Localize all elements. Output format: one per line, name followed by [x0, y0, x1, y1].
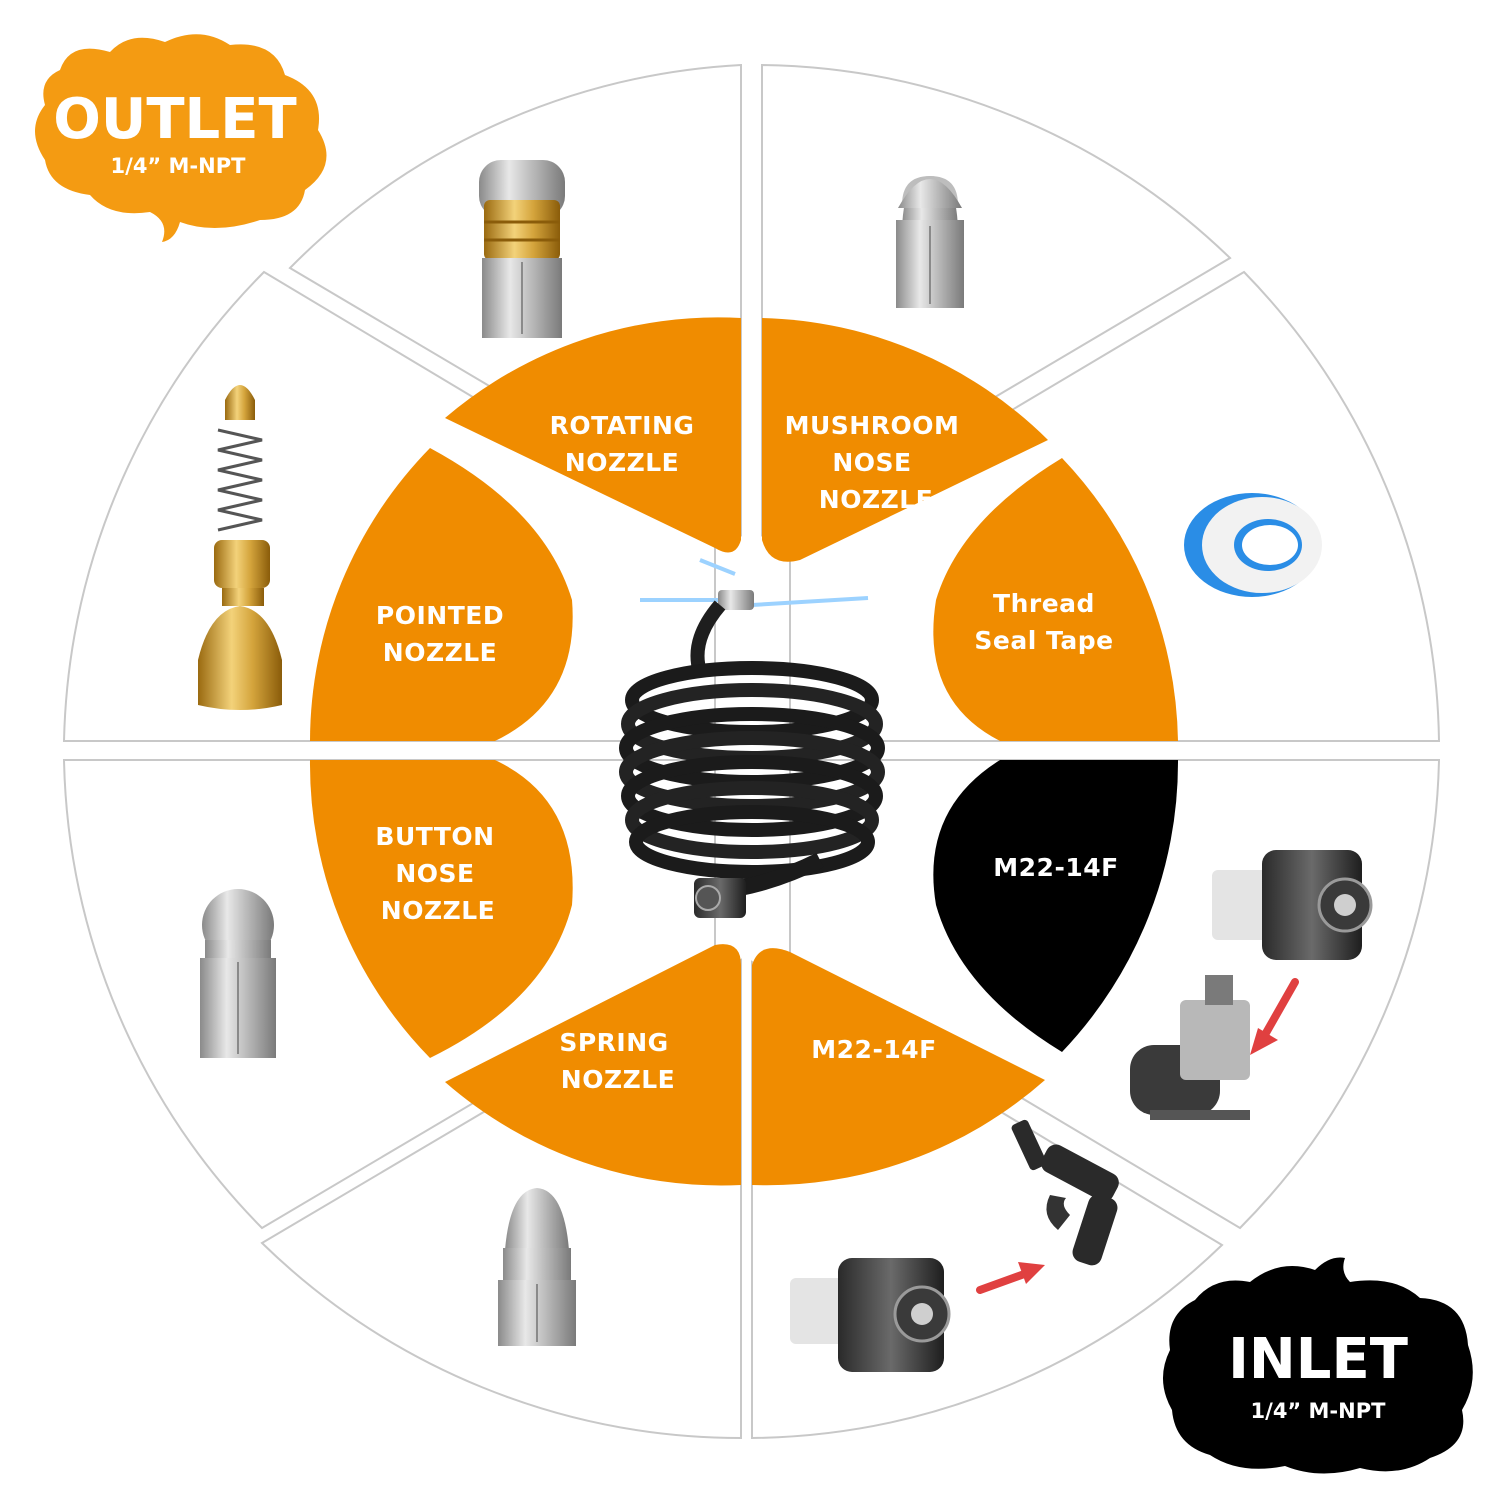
petal-thread — [933, 458, 1178, 741]
pointed-nozzle-image — [198, 385, 282, 710]
petal-spring — [445, 944, 741, 1186]
spring-nozzle-image — [498, 1188, 576, 1346]
label-mushroom-3: NOZZLE — [819, 485, 933, 514]
mushroom-nozzle-image — [896, 176, 964, 308]
inlet-title: INLET — [1228, 1327, 1408, 1392]
outlet-title: OUTLET — [53, 87, 296, 152]
petal-rotating — [445, 317, 741, 553]
label-mushroom-1: MUSHROOM — [785, 411, 960, 440]
label-spring-2: NOZZLE — [561, 1065, 675, 1094]
label-m22-orange: M22-14F — [811, 1035, 936, 1064]
label-pointed-2: NOZZLE — [383, 638, 497, 667]
outlet-badge: OUTLET 1/4” M-NPT — [35, 34, 327, 242]
label-m22-black: M22-14F — [993, 853, 1118, 882]
label-pointed-1: POINTED — [376, 601, 504, 630]
petal-button — [309, 760, 573, 1058]
petal-pointed — [310, 448, 573, 741]
hose-image — [619, 558, 885, 918]
label-rotating-1: ROTATING — [550, 411, 695, 440]
outlet-spec: 1/4” M-NPT — [111, 154, 247, 178]
label-button-1: BUTTON — [375, 822, 494, 851]
label-thread-1: Thread — [993, 589, 1095, 618]
label-rotating-2: NOZZLE — [565, 448, 679, 477]
petal-mushroom — [762, 318, 1048, 562]
rotating-nozzle-image — [479, 160, 565, 338]
label-mushroom-2: NOSE — [832, 448, 911, 477]
inlet-badge: INLET 1/4” M-NPT — [1162, 1257, 1473, 1474]
m22-coupler-pump-image — [1130, 850, 1373, 1120]
label-button-3: NOZZLE — [381, 896, 495, 925]
label-spring-1: SPRING — [559, 1028, 668, 1057]
inner-petals — [309, 317, 1179, 1186]
button-nozzle-image — [200, 889, 276, 1058]
thread-seal-tape-image — [1184, 493, 1322, 597]
petal-m22-black — [933, 760, 1179, 1052]
m22-coupler-gun-image — [790, 1119, 1119, 1372]
label-button-2: NOSE — [395, 859, 474, 888]
label-thread-2: Seal Tape — [974, 626, 1113, 655]
inlet-spec: 1/4” M-NPT — [1251, 1399, 1387, 1423]
petal-labels: ROTATING NOZZLE MUSHROOM NOSE NOZZLE POI… — [375, 411, 1118, 1094]
petal-m22-orange — [752, 948, 1045, 1186]
